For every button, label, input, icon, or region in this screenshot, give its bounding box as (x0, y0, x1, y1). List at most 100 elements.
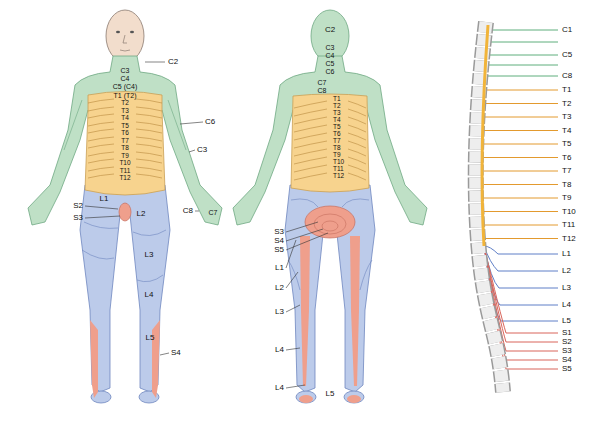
back-body (233, 10, 427, 403)
dermatome-label: L5 (146, 334, 155, 342)
illustration-part (305, 206, 355, 238)
illustration-part (64, 100, 186, 150)
dermatome-label: T8 (333, 145, 341, 152)
illustration-part (486, 30, 558, 31)
illustration-part (294, 173, 366, 180)
illustration-part (106, 10, 144, 62)
illustration-part (484, 246, 558, 254)
dermatome-label: T7 (121, 137, 129, 144)
spinal-nerve-label: T11 (562, 221, 575, 229)
illustration-part (291, 199, 318, 207)
dermatome-label: L2 (137, 210, 146, 218)
front-body (28, 10, 222, 403)
dermatome-label: C8 (318, 87, 327, 94)
illustration-part (85, 92, 165, 196)
dermatome-label: C4 (121, 75, 130, 82)
illustration-part (484, 198, 558, 199)
illustration-part (286, 272, 298, 288)
illustration-part (484, 103, 558, 104)
dermatome-label: L4 (275, 346, 284, 354)
dermatome-label: L5 (326, 390, 335, 398)
illustration-part (294, 125, 366, 132)
dermatome-label: T12 (119, 175, 130, 182)
illustration-part (486, 76, 558, 77)
illustration-part (314, 214, 346, 234)
illustration-part (152, 320, 160, 398)
illustration-part (285, 185, 375, 392)
illustration-part (123, 35, 127, 43)
dermatome-label: C4 (326, 52, 335, 59)
illustration-part (294, 101, 366, 108)
dermatome-label: S4 (171, 349, 181, 357)
illustration-part (482, 25, 488, 246)
spinal-nerve-label: S3 (562, 347, 572, 355)
dermatome-label: L4 (145, 291, 154, 299)
spinal-nerve-label: T9 (562, 194, 571, 202)
dermatome-label: T12 (333, 173, 344, 180)
illustration-part (484, 246, 558, 288)
dermatome-label: L3 (145, 251, 154, 259)
illustration-part (484, 225, 558, 226)
illustration-part (311, 10, 349, 62)
dermatome-label: T1 (T2) (114, 92, 137, 99)
dermatome-label: C6 (326, 68, 335, 75)
illustration-part (484, 184, 558, 185)
illustration-part (342, 199, 369, 207)
dermatome-label: C2 (325, 26, 335, 34)
illustration-part (288, 199, 372, 290)
dermatome-label: T2 (121, 100, 129, 107)
spinal-nerve-label: S5 (562, 365, 572, 373)
illustration-part (344, 391, 364, 403)
spinal-nerve-label: T12 (562, 235, 576, 243)
illustration-part (137, 275, 163, 282)
illustration-part (484, 90, 558, 91)
dermatome-label: T3 (121, 107, 129, 114)
illustration-part (484, 144, 558, 145)
spinal-nerve-label: S1 (562, 329, 572, 337)
dermatome-label: T9 (333, 152, 341, 159)
illustration-part (233, 56, 427, 403)
dermatome-label: C5 (C4) (113, 83, 138, 90)
illustration-part (64, 100, 82, 150)
illustration-part (286, 233, 328, 250)
illustration-part (145, 62, 165, 63)
dermatome-label: T10 (119, 160, 130, 167)
illustration-part (476, 22, 503, 392)
illustration-part (286, 305, 300, 312)
dermatome-label: C3 (197, 146, 207, 154)
illustration-part (288, 260, 300, 290)
illustration-part (486, 30, 558, 76)
illustration-part (180, 122, 203, 124)
illustration-part (486, 55, 558, 56)
spinal-nerve-label: T2 (562, 100, 571, 108)
illustration-part (300, 236, 310, 386)
illustration-part (484, 238, 558, 239)
illustration-part (347, 395, 361, 403)
illustration-part (294, 149, 366, 156)
illustration-part (119, 203, 131, 221)
spinal-nerve-label: T8 (562, 181, 571, 189)
illustration-part (286, 240, 296, 268)
illustration-part (296, 391, 316, 403)
dermatome-label: T5 (333, 124, 341, 131)
illustration-part (294, 165, 366, 172)
spinal-nerve-label: T6 (562, 154, 571, 162)
illustration-part (299, 395, 313, 403)
dermatome-label: T10 (333, 159, 344, 166)
dermatome-label: L3 (275, 308, 284, 316)
spinal-nerve-label: C5 (562, 51, 572, 59)
dermatome-label: T7 (333, 138, 341, 145)
dermatome-label: C7 (318, 79, 327, 86)
illustration-part (476, 22, 503, 392)
illustration-part (160, 353, 169, 355)
illustration-part (82, 222, 166, 282)
dermatome-label: T6 (121, 130, 129, 137)
illustration-part (484, 246, 558, 360)
dermatome-label: T11 (120, 167, 131, 174)
dermatome-label: L4 (275, 384, 284, 392)
dermatome-label: T4 (333, 117, 341, 124)
dermatome-label: C3 (121, 67, 130, 74)
